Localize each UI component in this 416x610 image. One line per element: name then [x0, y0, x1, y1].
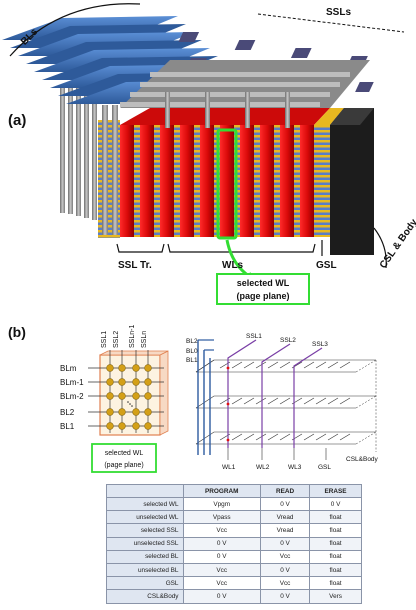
cell-program: Vpass: [183, 511, 260, 524]
ssl-tr-label: SSL Tr.: [118, 260, 152, 271]
cell-erase: 0 V: [310, 498, 362, 511]
gsl-label: GSL: [316, 260, 337, 271]
schem-label-wl1: WL1: [222, 464, 236, 471]
selected-wl-text: selected WL: [237, 278, 290, 288]
plane-label-blm-2: BLm-2: [60, 392, 84, 401]
cell-erase: float: [310, 511, 362, 524]
wls-bracket: [168, 244, 315, 252]
table-row: CSL&Body 0 V 0 V Vers: [107, 590, 362, 603]
ssl-tr-bracket: [117, 244, 164, 252]
cell-read: Vread: [260, 524, 309, 537]
schem-label-bl0: BL0: [186, 348, 198, 355]
cell-program: 0 V: [183, 550, 260, 563]
selected-wl-arrow: [227, 240, 252, 278]
page-plane: [88, 350, 168, 435]
cell-read: 0 V: [260, 498, 309, 511]
plane-label-ssln: SSLn: [141, 331, 148, 348]
plane-label-bl1: BL1: [60, 422, 75, 431]
row-label: CSL&Body: [107, 590, 184, 603]
table-header-erase: ERASE: [310, 485, 362, 498]
cell-program: 0 V: [183, 590, 260, 603]
plane-label-bl2: BL2: [60, 408, 75, 417]
table-row: GSL Vcc Vcc float: [107, 577, 362, 590]
cell-erase: float: [310, 550, 362, 563]
cell-read: Vread: [260, 511, 309, 524]
plane-label-blm-1: BLm-1: [60, 378, 84, 387]
schem-label-wl2: WL2: [256, 464, 270, 471]
plane-label-blm: BLm: [60, 364, 77, 373]
panel-b-selected-wl-text: selected WL: [105, 450, 144, 457]
panel-a-label: (a): [8, 112, 26, 129]
page-plane-text: (page plane): [236, 291, 289, 301]
circuit-schematic: [196, 340, 376, 460]
row-label: unselected SSL: [107, 537, 184, 550]
row-label: selected SSL: [107, 524, 184, 537]
stack-top-face: [120, 108, 330, 125]
cell-program: Vcc: [183, 563, 260, 576]
gsl-block: [314, 125, 330, 237]
cell-read: 0 V: [260, 537, 309, 550]
table-row: selected BL 0 V Vcc float: [107, 550, 362, 563]
cell-program: Vcc: [183, 577, 260, 590]
row-label: GSL: [107, 577, 184, 590]
bias-condition-table: PROGRAM READ ERASE selected WL Vpgm 0 V …: [106, 484, 362, 604]
cell-program: 0 V: [183, 537, 260, 550]
schem-label-ssl1: SSL1: [246, 333, 262, 340]
panel-a-3d-structure: (a) BLs SSLs SSL Tr. WLs GSL CSL & Body …: [2, 4, 416, 304]
row-label: selected BL: [107, 550, 184, 563]
schem-label-gsl: GSL: [318, 464, 331, 471]
table-row: selected SSL Vcc Vread float: [107, 524, 362, 537]
schem-label-bl2: BL2: [186, 338, 198, 345]
panel-b-label: (b): [8, 324, 26, 340]
schem-label-bl1: BL1: [186, 357, 198, 364]
table-header-program: PROGRAM: [183, 485, 260, 498]
cell-erase: float: [310, 524, 362, 537]
row-label: selected WL: [107, 498, 184, 511]
cell-erase: float: [310, 577, 362, 590]
table-header-row: PROGRAM READ ERASE: [107, 485, 362, 498]
panel-b: (b): [8, 324, 379, 472]
plane-label-ssl2: SSL2: [113, 331, 120, 348]
table-row: unselected SSL 0 V 0 V float: [107, 537, 362, 550]
row-label: unselected WL: [107, 511, 184, 524]
cell-erase: float: [310, 563, 362, 576]
cell-program: Vcc: [183, 524, 260, 537]
table-header-corner: [107, 485, 184, 498]
cell-erase: float: [310, 537, 362, 550]
cell-read: 0 V: [260, 590, 309, 603]
ssls-label: SSLs: [326, 7, 351, 18]
row-label: unselected BL: [107, 563, 184, 576]
cell-erase: Vers: [310, 590, 362, 603]
cell-program: Vpgm: [183, 498, 260, 511]
schem-label-csl-body: CSL&Body: [346, 456, 379, 463]
plane-label-ssln-1: SSLn-1: [129, 325, 136, 348]
panel-b-page-plane-text: (page plane): [104, 462, 143, 469]
table-row: selected WL Vpgm 0 V 0 V: [107, 498, 362, 511]
schem-label-ssl3: SSL3: [312, 341, 328, 348]
cell-read: Vcc: [260, 550, 309, 563]
cell-read: Vcc: [260, 577, 309, 590]
schem-label-ssl2: SSL2: [280, 337, 296, 344]
plane-label-ssl1: SSL1: [101, 331, 108, 348]
csl-body-block: [330, 108, 374, 255]
table-row: unselected BL Vcc 0 V float: [107, 563, 362, 576]
schem-label-wl3: WL3: [288, 464, 302, 471]
cell-read: 0 V: [260, 563, 309, 576]
wls-label: WLs: [222, 260, 244, 271]
table-header-read: READ: [260, 485, 309, 498]
table-row: unselected WL Vpass Vread float: [107, 511, 362, 524]
